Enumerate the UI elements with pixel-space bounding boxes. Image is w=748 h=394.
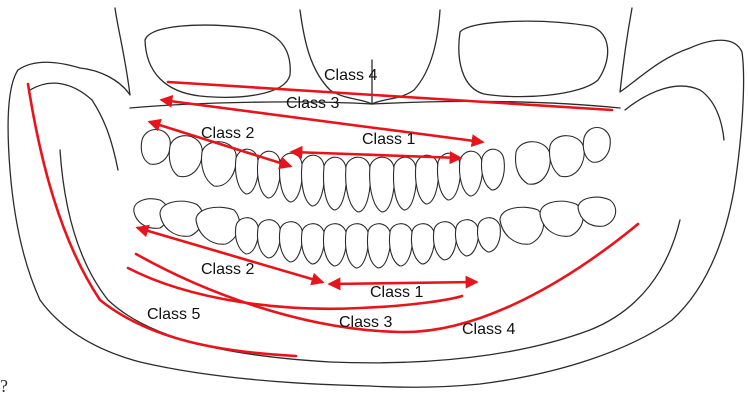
lower-tooth: [540, 201, 583, 236]
left-orbit-outline: [145, 25, 290, 97]
lower-tooth: [279, 222, 302, 262]
lower-tooth: [389, 224, 412, 266]
upper-tooth: [549, 136, 584, 177]
upper-class2-label: Class 2: [201, 126, 254, 142]
upper-tooth: [415, 155, 438, 204]
lower-tooth: [323, 224, 346, 266]
right-coronoid-outline: [625, 86, 724, 140]
lower-teeth: [134, 197, 616, 268]
upper-class1-label: Class 1: [362, 132, 415, 148]
lower-class2-label: Class 2: [201, 262, 254, 278]
upper-tooth: [459, 151, 482, 196]
upper-tooth: [141, 130, 170, 165]
corner-mark: ?: [0, 376, 8, 394]
lower-tooth: [455, 220, 478, 256]
upper-class4-label: Class 4: [324, 68, 377, 84]
upper-tooth: [279, 153, 302, 202]
lower-tooth: [257, 220, 280, 258]
upper-tooth: [393, 157, 416, 210]
upper-tooth: [169, 136, 202, 177]
lower-tooth: [578, 197, 616, 226]
right-orbit-outline: [459, 21, 608, 96]
lower-class3-label: Class 3: [339, 315, 392, 331]
upper-tooth: [516, 142, 551, 184]
lower-tooth: [301, 224, 324, 264]
lower-tooth: [235, 218, 258, 254]
lower-tooth: [196, 207, 240, 244]
upper-tooth: [301, 155, 324, 206]
lower-tooth: [433, 222, 456, 260]
lower-class4-label: Class 4: [462, 322, 515, 338]
upper-tooth: [437, 153, 460, 200]
lower-tooth: [500, 207, 544, 244]
lower-tooth: [345, 224, 368, 268]
lower-class1-label: Class 1: [370, 285, 423, 301]
upper-tooth: [481, 149, 504, 190]
lower-tooth: [411, 224, 434, 264]
lower-class5-label: Class 5: [147, 307, 200, 323]
lower-tooth: [367, 224, 390, 268]
nasal-cavity-outline: [300, 10, 440, 104]
upper-tooth: [323, 157, 346, 210]
upper-tooth: [583, 128, 610, 163]
upper-class3-label: Class 3: [286, 96, 339, 112]
upper-tooth: [370, 157, 395, 212]
upper-tooth: [346, 157, 371, 212]
lower-tooth: [477, 218, 500, 252]
